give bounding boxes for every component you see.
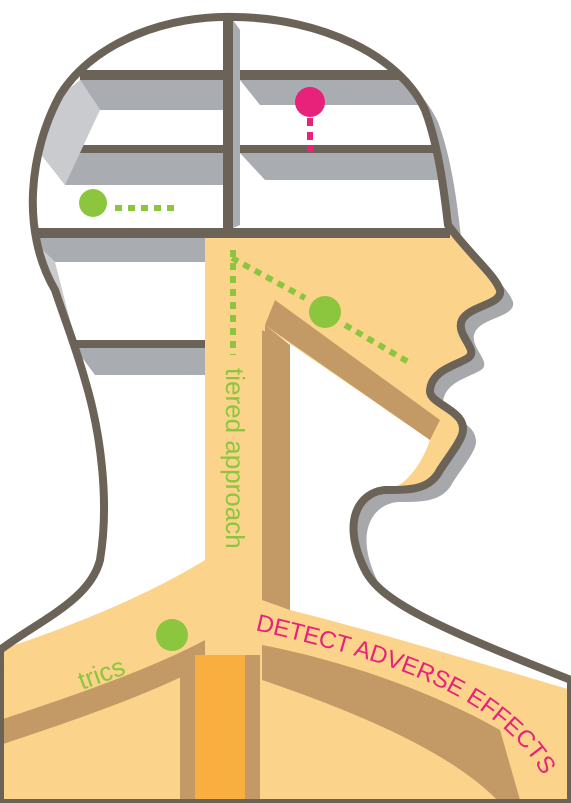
tiered-approach-label: tiered approach: [220, 368, 250, 549]
node-green-junction: [156, 619, 188, 651]
spine-bevel: [262, 330, 290, 610]
lower-trunk-core: [195, 655, 245, 803]
